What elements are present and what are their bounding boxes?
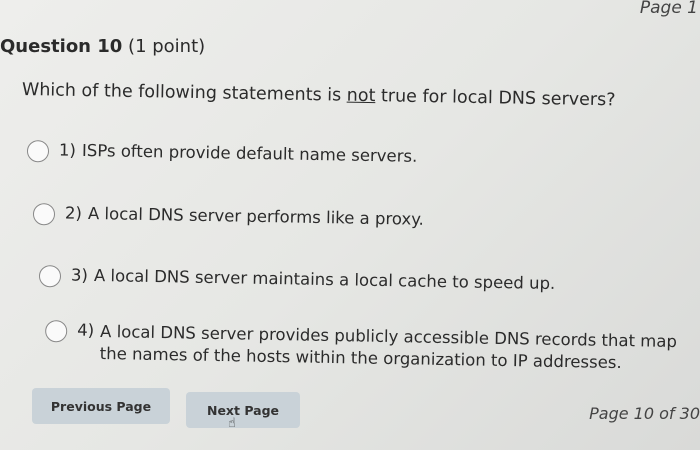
option-2[interactable]: 2)A local DNS server performs like a pro…	[32, 203, 424, 232]
page-count: Page 10 of 30	[589, 404, 700, 423]
next-page-button[interactable]: Next Page	[186, 392, 300, 428]
radio-button[interactable]	[26, 140, 50, 163]
radio-button[interactable]	[45, 320, 68, 343]
hand-cursor-icon: ☝	[228, 416, 236, 431]
question-prompt: Which of the following statements is not…	[21, 80, 616, 111]
option-3[interactable]: 3)A local DNS server maintains a local c…	[38, 265, 555, 296]
page-label: Page 1	[639, 0, 698, 18]
option-1[interactable]: 1)ISPs often provide default name server…	[26, 140, 418, 169]
question-title: Question 10 (1 point)	[0, 36, 206, 57]
previous-page-button[interactable]: Previous Page	[32, 388, 170, 424]
radio-button[interactable]	[32, 203, 56, 226]
option-4[interactable]: 4)A local DNS server provides publicly a…	[45, 320, 686, 375]
radio-button[interactable]	[38, 265, 62, 288]
